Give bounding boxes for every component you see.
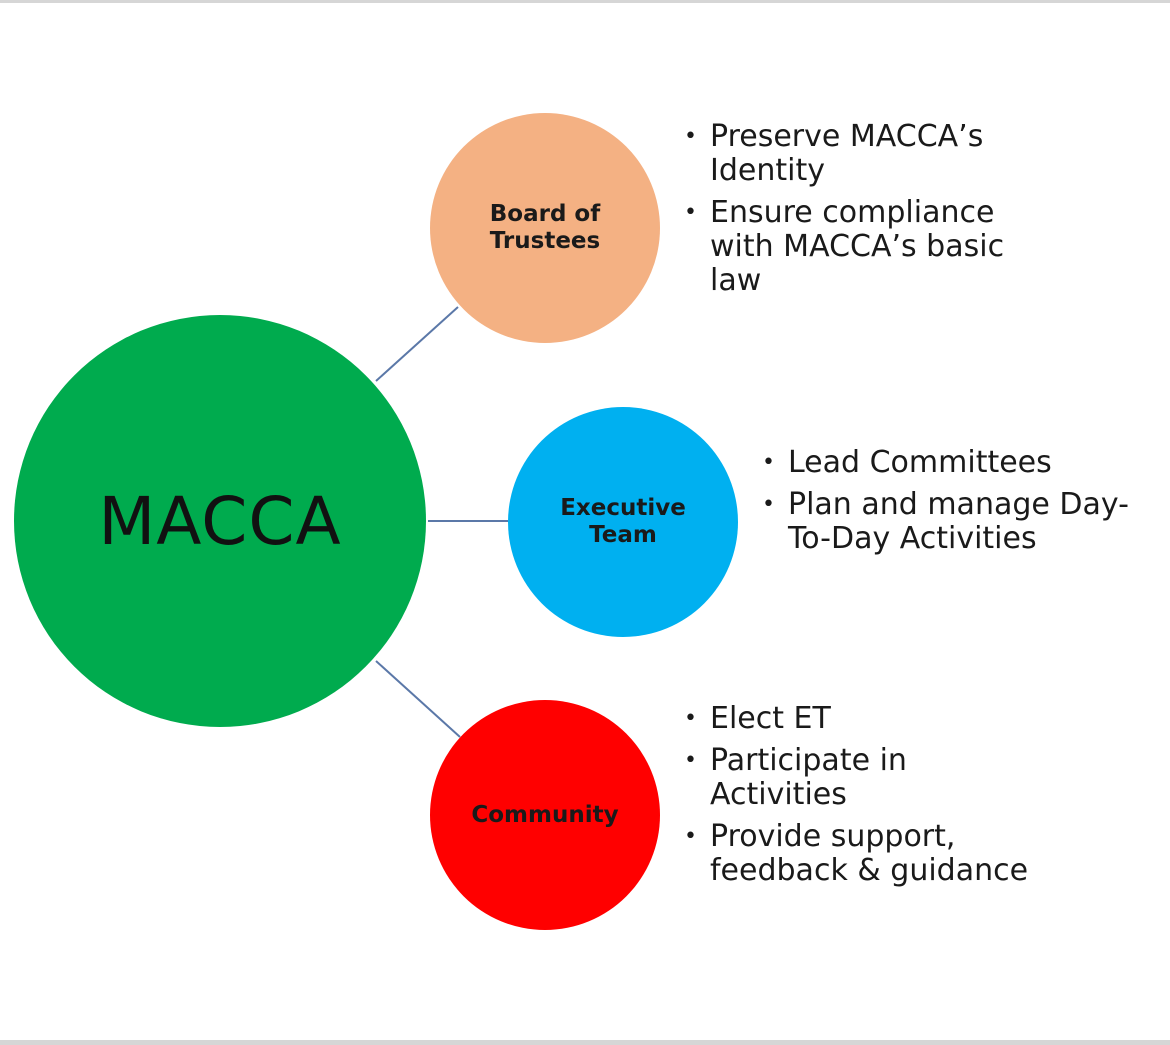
executive-team-circle: Executive Team [508,407,738,637]
list-item: • Preserve MACCA’s Identity [684,120,1044,188]
executive-team-bullets: • Lead Committees • Plan and manage Day-To… [762,446,1162,564]
community-bullets: • Elect ET • Participate in Activities • Pr… [684,702,1044,896]
bullet-icon: • [684,200,697,225]
list-item: • Provide support, feedback & guidance [684,820,1044,888]
bullet-icon: • [762,450,775,475]
bullet-icon: • [762,492,775,517]
main-label: MACCA [98,482,342,560]
bottom-border [0,1040,1170,1045]
board-of-trustees-label: Board of Trustees [489,201,601,254]
bullet-text: Provide support, feedback & guidance [710,819,1029,888]
macca-main-circle: MACCA [14,315,426,727]
bullet-text: Plan and manage Day-To-Day Activities [788,487,1129,556]
list-item: • Ensure compliance with MACCA’s basic la… [684,196,1044,298]
bullet-text: Elect ET [710,701,831,736]
list-item: • Elect ET [684,702,1044,736]
community-label: Community [471,801,619,828]
bullet-icon: • [684,124,697,149]
bullet-text: Ensure compliance with MACCA’s basic law [710,195,1005,298]
bullet-icon: • [684,706,697,731]
bullet-text: Preserve MACCA’s Identity [710,119,984,188]
board-of-trustees-bullets: • Preserve MACCA’s Identity • Ensure compl… [684,120,1044,306]
list-item: • Participate in Activities [684,744,1044,812]
board-of-trustees-circle: Board of Trustees [430,113,660,343]
list-item: • Lead Committees [762,446,1162,480]
connector-board [375,306,459,382]
bullet-icon: • [684,748,697,773]
community-circle: Community [430,700,660,930]
top-border [0,0,1170,3]
connector-community [375,660,461,738]
bullet-text: Participate in Activities [710,743,907,812]
list-item: • Plan and manage Day-To-Day Activities [762,488,1162,556]
bullet-icon: • [684,824,697,849]
bullet-text: Lead Committees [788,445,1052,480]
executive-team-label: Executive Team [560,495,686,548]
